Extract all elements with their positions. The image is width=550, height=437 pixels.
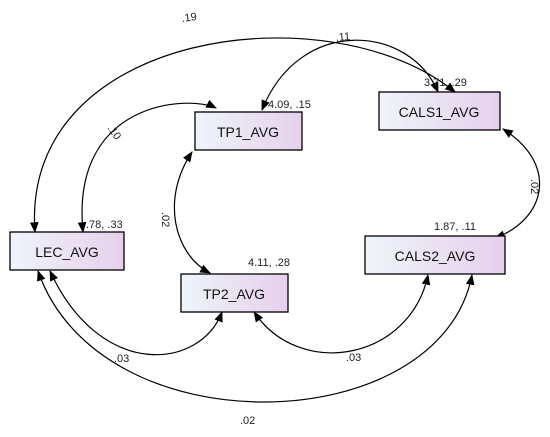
- node-stats: .78, .33 4.09, .15 4.11, .28 3.71, .29 1…: [86, 77, 476, 269]
- node-tp1-avg[interactable]: TP1_AVG: [194, 111, 303, 151]
- node-cals1-avg[interactable]: CALS1_AVG: [378, 91, 501, 131]
- stats-cals1: 3.71, .29: [424, 77, 467, 89]
- arc-lec-cals1: [29, 37, 456, 234]
- arc-cals1-cals2: [493, 128, 541, 239]
- node-label: CALS1_AVG: [399, 104, 480, 120]
- arc-lec-tp1: [77, 99, 217, 234]
- covariance-labels: .19 .11 .10 .02 .02 .03 .03 .02: [105, 11, 540, 427]
- coef-lec-cals1: .19: [181, 11, 198, 25]
- coef-lec-cals2: .02: [240, 415, 255, 427]
- arc-lec-cals2: [37, 269, 475, 403]
- coef-tp1-cals1: .11: [335, 31, 350, 44]
- coef-cals1-cals2: .02: [528, 179, 540, 194]
- stats-cals2: 1.87, .11: [434, 221, 476, 233]
- node-label: TP2_AVG: [203, 286, 265, 302]
- arc-tp1-cals1: [261, 39, 439, 112]
- arc-lec-tp2: [49, 270, 223, 356]
- node-label: TP1_AVG: [217, 124, 279, 140]
- coef-lec-tp1: .10: [105, 123, 124, 142]
- arc-tp1-tp2: [173, 151, 211, 274]
- arc-tp2-cals2: [253, 273, 431, 354]
- node-label: LEC_AVG: [35, 244, 99, 260]
- coef-tp1-tp2: .02: [159, 212, 171, 227]
- covariance-arcs: [29, 37, 541, 403]
- coef-tp2-cals2: .03: [346, 352, 361, 364]
- stats-tp2: 4.11, .28: [248, 257, 290, 269]
- stats-lec: .78, .33: [86, 219, 123, 231]
- node-tp2-avg[interactable]: TP2_AVG: [180, 273, 289, 313]
- coef-lec-tp2: .03: [114, 353, 129, 365]
- node-cals2-avg[interactable]: CALS2_AVG: [364, 235, 506, 275]
- node-label: CALS2_AVG: [395, 248, 476, 264]
- node-lec-avg[interactable]: LEC_AVG: [9, 231, 125, 271]
- stats-tp1: 4.09, .15: [268, 99, 311, 111]
